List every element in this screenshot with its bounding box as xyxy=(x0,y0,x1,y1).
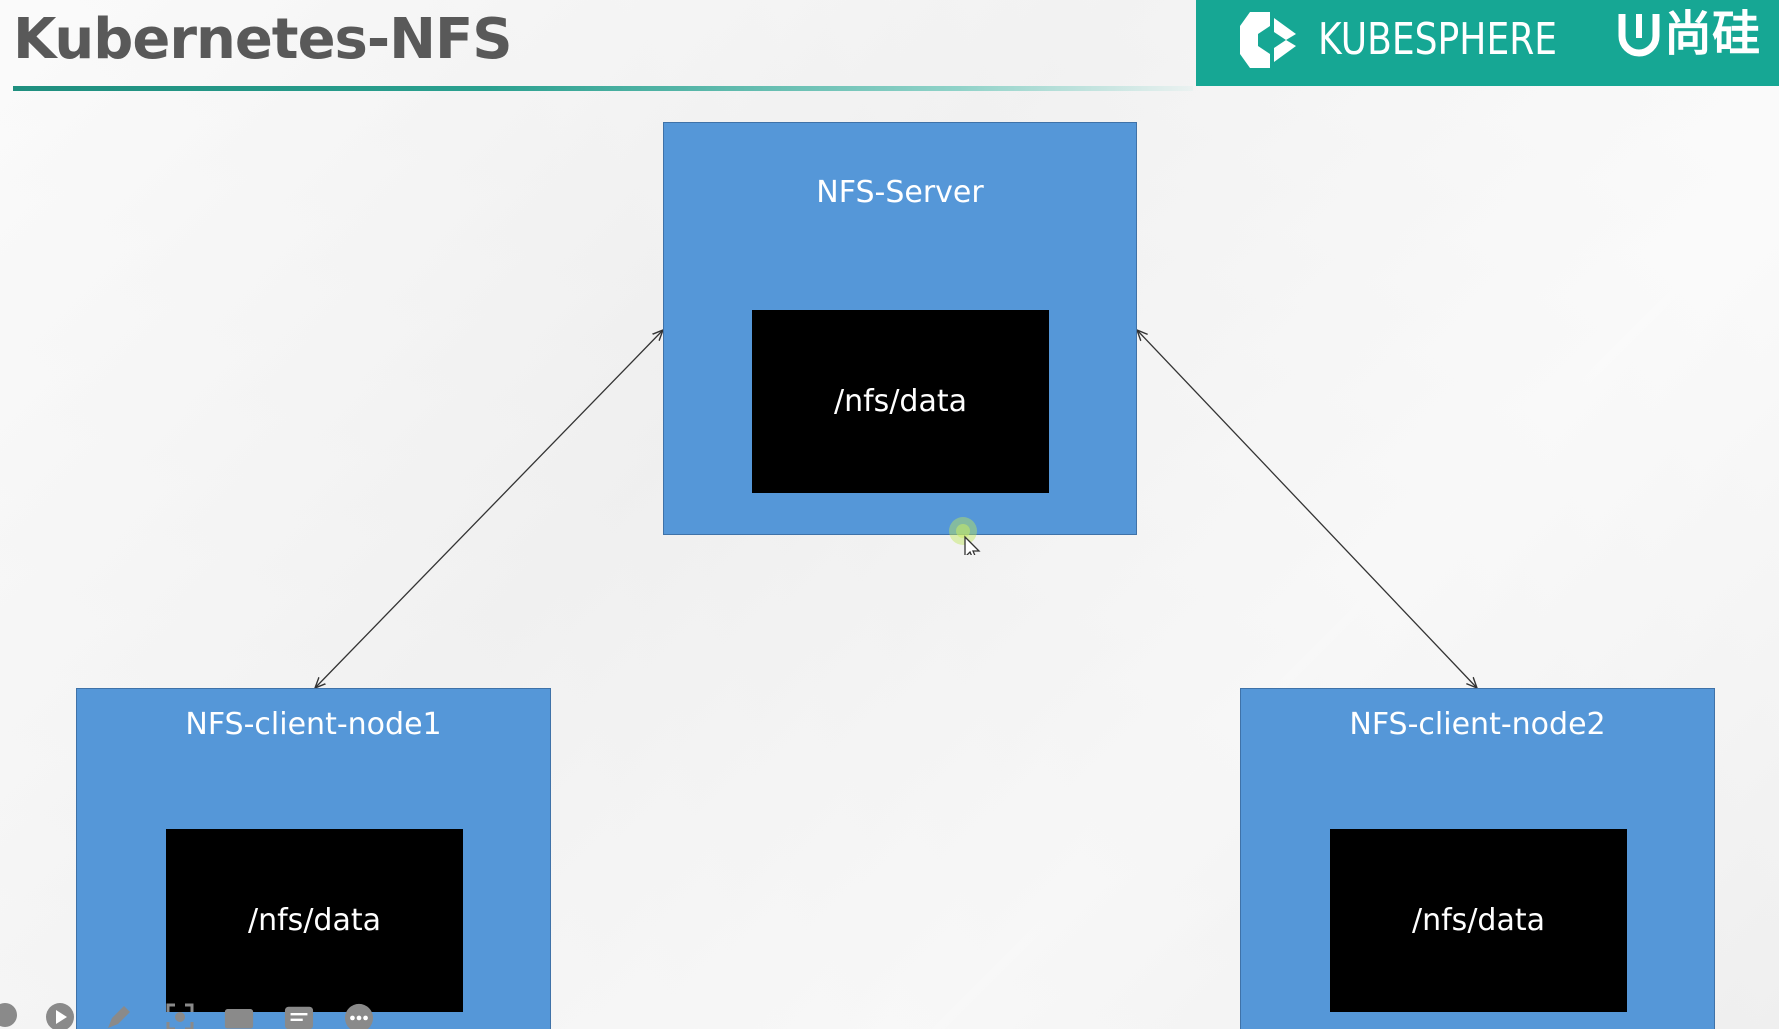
pen-icon[interactable] xyxy=(104,1002,134,1029)
play-icon[interactable] xyxy=(45,1002,75,1029)
camera-icon[interactable] xyxy=(224,1002,254,1029)
brand-name: KUBESPHERE xyxy=(1318,14,1558,65)
title-underline xyxy=(13,86,1193,91)
nfs-client-node1-label: NFS-client-node1 xyxy=(185,707,442,742)
nfs-client-node1-dir: /nfs/data xyxy=(166,829,463,1012)
connector-server-client2 xyxy=(1137,330,1477,688)
nfs-server-node: NFS-Server /nfs/data xyxy=(663,122,1137,535)
presentation-toolbar xyxy=(0,1000,400,1029)
prev-icon[interactable] xyxy=(0,1002,20,1029)
more-icon[interactable] xyxy=(344,1002,374,1029)
kubesphere-logo-icon xyxy=(1240,12,1296,68)
atguigu-logo-icon xyxy=(1618,14,1660,57)
nfs-client-node2: NFS-client-node2 /nfs/data xyxy=(1240,688,1715,1029)
brand-cn-text: 尚硅 xyxy=(1664,6,1761,62)
nfs-server-dir: /nfs/data xyxy=(752,310,1049,493)
brand-banner: KUBESPHERE 尚硅 xyxy=(1196,0,1779,86)
connector-server-client1 xyxy=(315,330,663,688)
slide-title: Kubernetes-NFS xyxy=(13,7,513,72)
capture-icon[interactable] xyxy=(165,1002,195,1029)
nfs-client-node2-dir: /nfs/data xyxy=(1330,829,1627,1012)
nfs-client-node2-label: NFS-client-node2 xyxy=(1349,707,1606,742)
notes-icon[interactable] xyxy=(284,1002,314,1029)
nfs-client-node1: NFS-client-node1 /nfs/data xyxy=(76,688,551,1029)
nfs-server-label: NFS-Server xyxy=(816,175,984,210)
mouse-cursor-icon xyxy=(949,517,981,555)
